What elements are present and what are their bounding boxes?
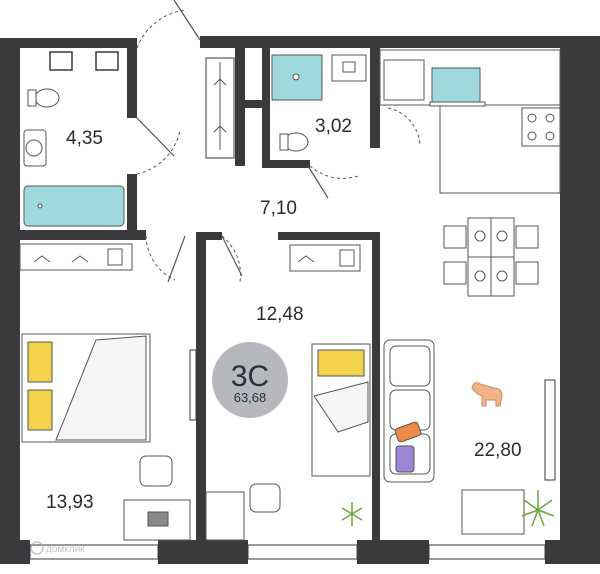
apartment-total-area: 63,68 [234,390,267,405]
area-bathroom: 4,35 [66,128,103,149]
kitchen-fixtures [379,49,561,194]
area-living-kitchen: 22,80 [474,440,522,461]
chair-icon [139,455,173,487]
bathtub-icon [23,185,125,227]
walls [0,36,600,564]
area-bedroom-left: 13,93 [46,492,94,513]
desk-icon [123,499,191,541]
dining-table-icon [443,217,539,297]
svg-text:домклик: домклик [46,544,85,555]
desk-icon [461,489,525,535]
sofa-icon [383,339,435,483]
watermark: домклик [30,541,85,555]
dog-icon [471,382,503,407]
wc-fixtures [271,54,367,152]
door-leaves [136,0,329,283]
area-bedroom-middle: 12,48 [256,304,304,325]
logo-icon [30,541,44,555]
area-wc: 3,02 [315,116,352,137]
toilet-icon [34,88,60,108]
apartment-code: 3С [231,360,269,393]
area-hall: 7,10 [260,198,297,219]
shelf [205,244,361,541]
apartment-badge: 3С 63,68 [212,342,288,418]
chair-icon [249,483,281,513]
stove-icon [521,107,561,147]
bed-icon [311,343,371,477]
shelf [19,243,133,271]
bed-icon [21,333,151,443]
closet-hangers [213,62,227,150]
windows [29,349,556,560]
bathroom-fixtures [23,88,125,227]
plant-icon [341,490,555,527]
sink-icon [431,67,481,103]
